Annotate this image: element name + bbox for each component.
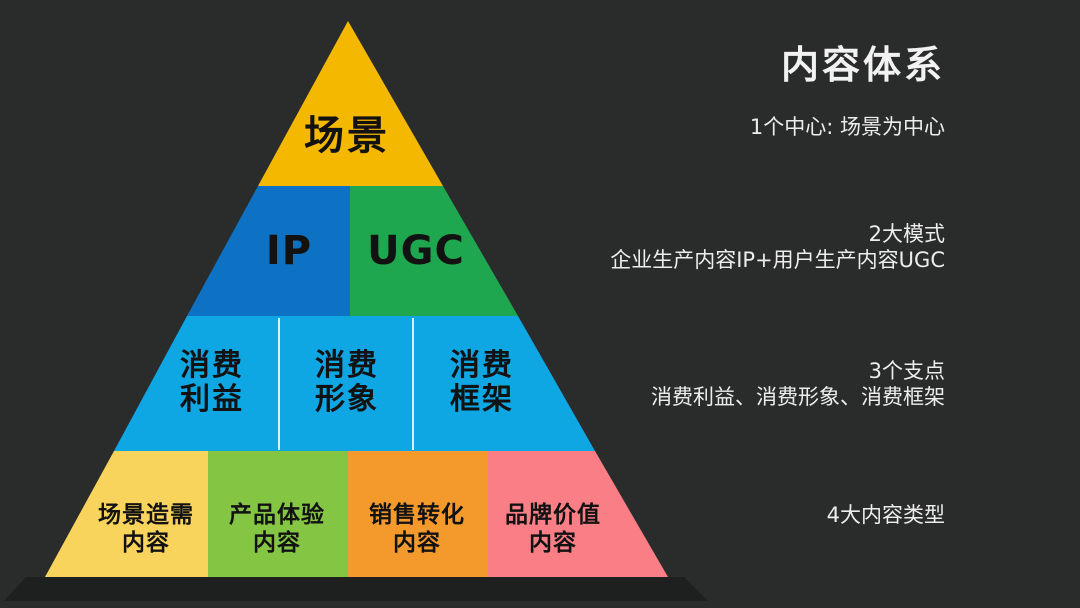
level3-cell2-label: 消费 形象: [315, 349, 379, 417]
level2-ip-label: IP: [265, 228, 313, 274]
page-title: 内容体系: [780, 43, 945, 87]
annotation-pivots-line1: 3个支点: [868, 359, 945, 383]
level4-cell1-label: 场景造需 内容: [98, 501, 194, 557]
annotation-types-line1: 4大内容类型: [826, 503, 945, 527]
pyramid-level4-cell4: [488, 451, 668, 577]
level4-cell4-line1: 品牌价值: [505, 502, 601, 528]
level3-cell3-line1: 消费: [450, 348, 514, 383]
level3-cell3-label: 消费 框架: [450, 349, 514, 417]
level4-cell3-label: 销售转化 内容: [369, 501, 465, 557]
level3-cell2-line1: 消费: [315, 348, 379, 383]
level4-cell2-line1: 产品体验: [229, 502, 325, 528]
pyramid-level4-cell1: [45, 451, 208, 577]
level4-cell4-label: 品牌价值 内容: [505, 501, 601, 557]
level3-cell1-line2: 利益: [180, 382, 244, 417]
annotation-modes-line1: 2大模式: [868, 222, 945, 246]
level4-cell3-line2: 内容: [393, 530, 441, 556]
level3-cell3-line2: 框架: [450, 382, 514, 417]
annotation-pivots-line2: 消费利益、消费形象、消费框架: [651, 385, 945, 409]
level4-cell1-line2: 内容: [122, 530, 170, 556]
annotation-types: 4大内容类型: [827, 502, 945, 528]
annotation-center-line1: 1个中心: 场景为中心: [749, 115, 945, 139]
level4-cell1-line1: 场景造需: [98, 502, 194, 528]
level2-ugc-label: UGC: [367, 228, 465, 274]
pyramid-level1-scene: [258, 21, 443, 186]
annotation-center: 1个中心: 场景为中心: [750, 114, 945, 140]
level4-cell2-label: 产品体验 内容: [229, 501, 325, 557]
level4-cell2-line2: 内容: [253, 530, 301, 556]
pyramid-level4-cell2: [208, 451, 348, 577]
annotation-modes-line2: 企业生产内容IP+用户生产内容UGC: [610, 248, 945, 272]
level3-cell1-label: 消费 利益: [180, 349, 244, 417]
level4-cell3-line1: 销售转化: [369, 502, 465, 528]
pyramid-ground-shadow: [4, 577, 708, 601]
pyramid-level3-band: [114, 316, 595, 451]
pyramid-level2-ugc: [350, 186, 518, 316]
annotation-pivots: 3个支点 消费利益、消费形象、消费框架: [651, 358, 945, 410]
level3-cell2-line2: 形象: [315, 382, 379, 417]
pyramid-level2-ip: [187, 186, 350, 316]
level4-cell4-line2: 内容: [529, 530, 577, 556]
level1-scene-label: 场景: [304, 113, 390, 159]
annotation-modes: 2大模式 企业生产内容IP+用户生产内容UGC: [610, 221, 945, 273]
level3-cell1-line1: 消费: [180, 348, 244, 383]
pyramid-level4-cell3: [348, 451, 488, 577]
